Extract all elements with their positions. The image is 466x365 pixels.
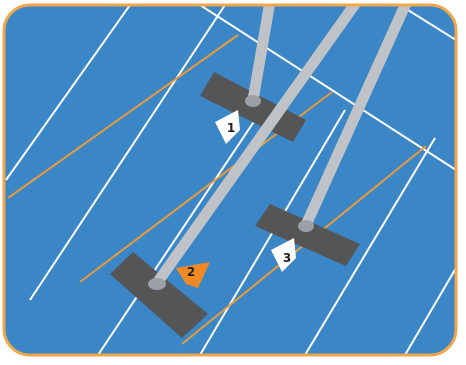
marker-label: 1 (227, 121, 235, 135)
marker-1: 1 (215, 110, 240, 144)
lane-line-orange (7, 34, 239, 199)
lane-line-white (304, 137, 436, 355)
pad-3 (255, 204, 360, 266)
arrow-up-right-icon (176, 262, 210, 288)
arrow-down-icon (215, 110, 240, 144)
pole-tips (148, 95, 314, 290)
lane-line-white (97, 119, 256, 355)
marker-label: 2 (187, 265, 195, 279)
lane-line-white (199, 5, 456, 171)
marker-2: 2 (176, 262, 210, 288)
lane-line-white (404, 267, 456, 355)
pole-1 (247, 5, 278, 106)
poles (151, 5, 418, 289)
marker-label: 3 (283, 251, 291, 265)
pole-tip-2 (148, 278, 166, 290)
lane-line-white (29, 5, 226, 301)
arrow-down-icon (271, 238, 296, 272)
pole-tip-3 (298, 220, 314, 232)
field-frame (2, 3, 458, 357)
lane-line-white (5, 5, 131, 181)
pole-2 (151, 5, 371, 289)
pole-tip-1 (245, 95, 261, 107)
field-content: 1 2 3 (5, 5, 456, 355)
pad-2 (110, 252, 208, 338)
pole-3 (300, 5, 418, 231)
lane-line-white (399, 5, 456, 41)
marker-3: 3 (271, 238, 296, 272)
